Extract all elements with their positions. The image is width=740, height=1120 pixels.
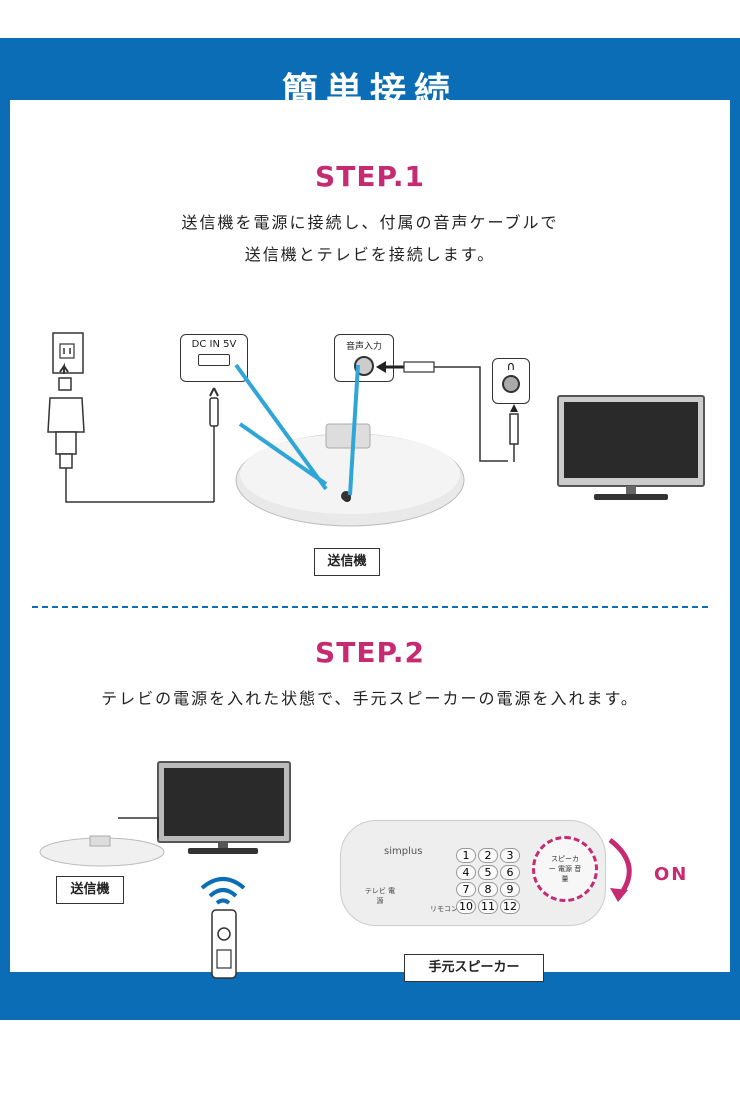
rotate-arrow-icon bbox=[608, 838, 632, 902]
key-2[interactable]: 2 bbox=[478, 848, 498, 863]
wall-outlet-icon bbox=[52, 332, 84, 374]
transmitter-label-step2: 送信機 bbox=[56, 876, 124, 904]
speaker-label: 手元スピーカー bbox=[404, 954, 544, 982]
usb-plug-icon bbox=[209, 387, 219, 502]
step2-heading: STEP.2 bbox=[315, 636, 425, 669]
dc-in-callout: DC IN 5V bbox=[180, 334, 248, 382]
step2-line1: テレビの電源を入れた状態で、手元スピーカーの電源を入れます。 bbox=[101, 689, 639, 708]
key-4[interactable]: 4 bbox=[456, 865, 476, 880]
audio-input-label: 音声入力 bbox=[345, 342, 382, 352]
ac-adapter-icon bbox=[47, 362, 214, 503]
on-label: ON bbox=[654, 864, 689, 885]
dc-in-label: DC IN 5V bbox=[191, 339, 237, 350]
headphone-icon: ∩ bbox=[506, 359, 516, 373]
wifi-icon bbox=[200, 877, 246, 905]
tv-remote-icon bbox=[211, 909, 237, 979]
tv-power-label: テレビ 電源 bbox=[364, 887, 396, 905]
key-1[interactable]: 1 bbox=[456, 848, 476, 863]
step1-heading: STEP.1 bbox=[315, 160, 425, 193]
tv-plug-icon bbox=[509, 404, 519, 462]
step1-line2: 送信機とテレビを接続します。 bbox=[244, 245, 496, 264]
section-divider bbox=[32, 606, 708, 608]
key-3[interactable]: 3 bbox=[500, 848, 520, 863]
key-5[interactable]: 5 bbox=[478, 865, 498, 880]
power-dial-label: スピーカー 電源 音量 bbox=[548, 855, 582, 883]
key-11[interactable]: 11 bbox=[478, 899, 498, 914]
step1-line1: 送信機を電源に接続し、付属の音声ケーブルで bbox=[181, 213, 559, 232]
audio-cable-icon bbox=[376, 361, 508, 462]
key-10[interactable]: 10 bbox=[456, 899, 476, 914]
key-12[interactable]: 12 bbox=[500, 899, 520, 914]
key-6[interactable]: 6 bbox=[500, 865, 520, 880]
remote-label: リモコン bbox=[430, 905, 458, 913]
tv-jack-icon bbox=[502, 375, 520, 393]
usb-port-icon bbox=[198, 354, 230, 366]
power-dial[interactable]: スピーカー 電源 音量 bbox=[532, 836, 598, 902]
audio-input-callout: 音声入力 bbox=[334, 334, 394, 382]
transmitter-device-step2 bbox=[39, 817, 165, 867]
transmitter-label: 送信機 bbox=[314, 548, 380, 576]
key-7[interactable]: 7 bbox=[456, 882, 476, 897]
brand-label: simplus bbox=[384, 846, 423, 857]
tv-icon-step2 bbox=[157, 761, 291, 854]
tv-jack-callout: ∩ bbox=[492, 358, 530, 404]
key-9[interactable]: 9 bbox=[500, 882, 520, 897]
key-8[interactable]: 8 bbox=[478, 882, 498, 897]
tv-icon bbox=[557, 395, 705, 500]
number-keypad: 1 2 3 4 5 6 7 8 9 10 11 12 bbox=[456, 848, 520, 914]
cable-highlight bbox=[234, 363, 360, 496]
